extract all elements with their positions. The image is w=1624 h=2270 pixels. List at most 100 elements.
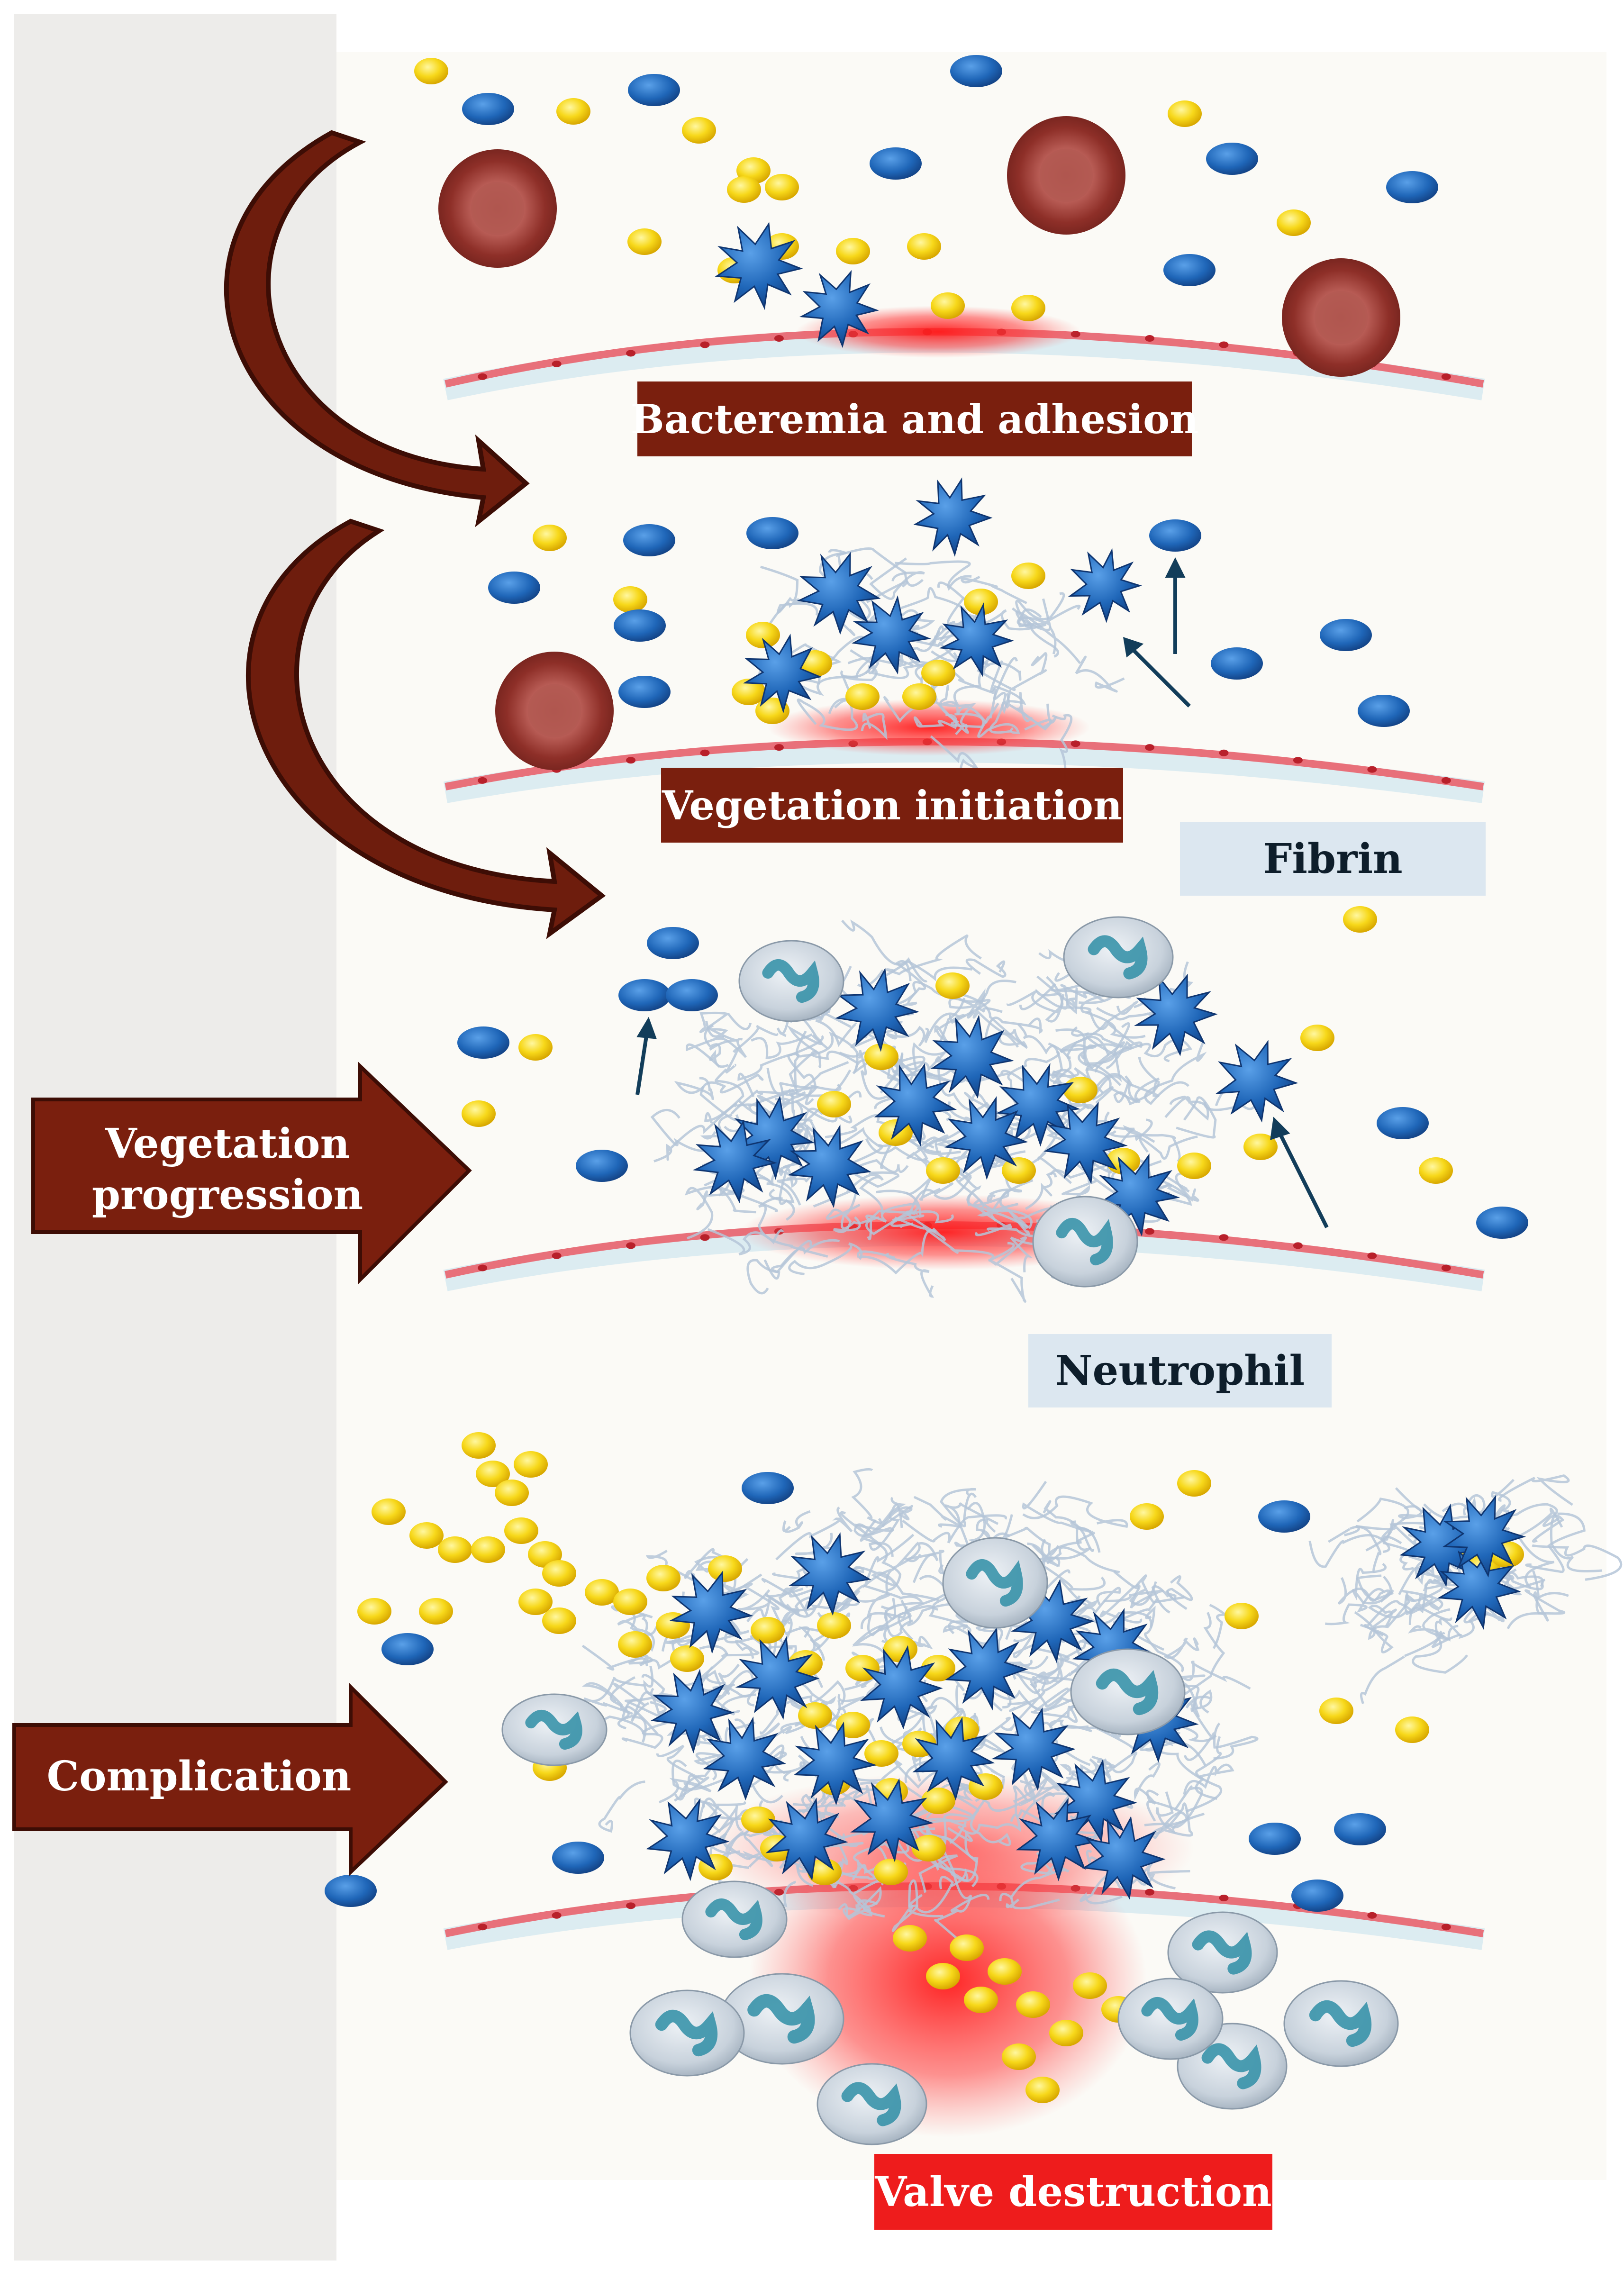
endothelial-nucleus bbox=[1219, 749, 1229, 756]
fibrin-strand bbox=[838, 1886, 885, 1918]
platelet bbox=[950, 1934, 984, 1961]
platelet bbox=[727, 176, 761, 203]
fibrin-strand bbox=[783, 1035, 824, 1106]
fibrin-strand bbox=[854, 1566, 939, 1601]
endothelial-nucleus bbox=[552, 1912, 562, 1919]
endothelial-nucleus bbox=[700, 1234, 710, 1241]
platelet bbox=[893, 1925, 927, 1952]
fibrin-strand bbox=[757, 1068, 806, 1110]
bacterium bbox=[1206, 143, 1258, 175]
fibrin-strand bbox=[760, 565, 818, 616]
platelet bbox=[533, 525, 567, 551]
fibrin-strand bbox=[1177, 1685, 1213, 1714]
platelet bbox=[1177, 1470, 1211, 1497]
activated-platelet bbox=[789, 1532, 871, 1616]
fibrin-strand bbox=[865, 1202, 919, 1241]
fibrin-strand bbox=[789, 1049, 859, 1093]
fibrin-strand bbox=[643, 1666, 682, 1708]
platelet bbox=[912, 1835, 946, 1861]
fibrin-strand bbox=[1506, 1503, 1560, 1527]
fibrin-strand bbox=[772, 1572, 817, 1618]
fibrin-strand bbox=[699, 1640, 760, 1659]
activated-platelet bbox=[646, 1798, 730, 1881]
fibrin-strand bbox=[890, 1191, 925, 1228]
platelet bbox=[1073, 1972, 1107, 1999]
fibrin-strand bbox=[714, 1617, 753, 1643]
fibrin-strand bbox=[869, 557, 925, 600]
activated-platelet bbox=[913, 477, 993, 557]
neutrophil-nucleus bbox=[525, 1710, 582, 1750]
fibrin-strand bbox=[939, 609, 1047, 642]
platelet bbox=[613, 586, 647, 613]
fibrin-strand bbox=[797, 698, 858, 731]
platelet bbox=[1002, 2043, 1036, 2070]
stage-label-initiation: Vegetation initiation bbox=[661, 768, 1123, 843]
platelet bbox=[495, 1480, 529, 1506]
activated-platelet bbox=[930, 1015, 1014, 1099]
fibrin-strand bbox=[966, 1191, 1012, 1236]
fibrin-strand bbox=[705, 1020, 737, 1051]
endothelial-nucleus bbox=[1219, 1234, 1229, 1241]
fibrin-strand bbox=[943, 1788, 1011, 1846]
endothelial-nucleus bbox=[1071, 740, 1080, 747]
inflammation-glow bbox=[796, 306, 1080, 358]
platelet bbox=[357, 1598, 391, 1625]
neutrophil-nucleus bbox=[1201, 2043, 1261, 2089]
bacterium bbox=[1163, 254, 1216, 286]
fibrin-strand bbox=[841, 919, 928, 982]
fibrin-strand bbox=[864, 662, 936, 681]
neutrophil-nucleus bbox=[655, 2010, 718, 2057]
fibrin-strand bbox=[704, 1024, 729, 1068]
endothelial-nucleus bbox=[774, 744, 784, 751]
bacterium bbox=[628, 74, 680, 106]
activated-platelet bbox=[1016, 1798, 1100, 1881]
platelet bbox=[732, 679, 766, 705]
endothelial-nucleus bbox=[1145, 744, 1155, 751]
platelet bbox=[921, 1655, 955, 1681]
fibrin-strand bbox=[1015, 610, 1081, 664]
platelet bbox=[1025, 2077, 1060, 2103]
fibrin-strand bbox=[725, 1025, 779, 1074]
platelet bbox=[926, 1157, 960, 1184]
fibrin-strand bbox=[674, 1077, 714, 1100]
fibrin-strand bbox=[841, 1191, 918, 1230]
fibrin-strand bbox=[1086, 1041, 1141, 1103]
endothelial-nucleus bbox=[1441, 373, 1451, 380]
fibrin-callout: Fibrin bbox=[1180, 822, 1486, 896]
fibrin-strand bbox=[746, 1240, 812, 1295]
platelet bbox=[1300, 1025, 1334, 1051]
activated-platelet bbox=[991, 1707, 1076, 1791]
fibrin-strand bbox=[1524, 1570, 1566, 1615]
activated-platelet bbox=[1068, 548, 1143, 623]
fibrin-strand bbox=[948, 988, 1003, 1019]
fibrin-strand bbox=[1089, 1011, 1143, 1073]
neutrophil-nucleus bbox=[1056, 1218, 1113, 1266]
fibrin-strand bbox=[1134, 1762, 1161, 1822]
bacterium bbox=[623, 524, 675, 556]
endothelial-nucleus bbox=[478, 373, 488, 380]
progression-label: Vegetation progression bbox=[91, 1120, 363, 1219]
neutrophil-nucleus bbox=[705, 1898, 762, 1941]
fibrin-strand bbox=[1086, 1850, 1176, 1890]
platelet bbox=[1063, 1077, 1098, 1103]
platelet bbox=[1319, 1698, 1353, 1724]
red-blood-cell-center bbox=[527, 684, 581, 738]
platelet bbox=[542, 1607, 576, 1634]
bacterium bbox=[1249, 1823, 1301, 1855]
activated-platelet bbox=[1134, 973, 1218, 1056]
fibrin-strand bbox=[1007, 989, 1065, 1023]
platelet bbox=[817, 1612, 851, 1639]
fibrin-strand bbox=[826, 1204, 861, 1233]
red-blood-cell-center bbox=[1314, 291, 1368, 345]
fibrin-strand bbox=[713, 1184, 778, 1214]
neutrophil-nucleus bbox=[1309, 2000, 1372, 2047]
fibrin-strand bbox=[944, 1502, 999, 1551]
fibrin-strand bbox=[628, 1654, 653, 1667]
bacterium bbox=[1377, 1107, 1429, 1139]
fibrin-strand bbox=[977, 652, 1048, 691]
endothelial-nucleus bbox=[1441, 777, 1451, 784]
fibrin-strand bbox=[774, 1081, 842, 1109]
bacterium bbox=[325, 1875, 377, 1907]
fibrin-strand bbox=[1066, 1000, 1139, 1059]
fibrin-strand bbox=[1360, 1608, 1397, 1653]
